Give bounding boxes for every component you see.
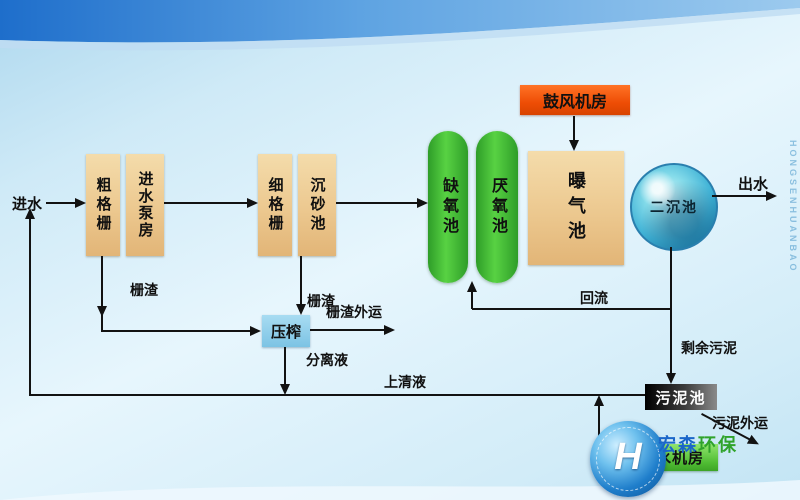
aeration-tank-label: 曝气池 (566, 170, 586, 246)
fine-screen-tank: 细格栅 (258, 154, 292, 256)
excess-sludge-line (670, 308, 672, 374)
supernatant-label: 上清液 (384, 374, 426, 390)
dewater-up-arrowhead (594, 395, 604, 406)
sludge-out-label: 污泥外运 (712, 415, 768, 431)
supernatant-arrowhead (25, 208, 35, 219)
logo-ring (596, 427, 660, 491)
sludge-tank-label: 污泥池 (655, 389, 707, 407)
pump-to-fine-arrowhead (247, 198, 258, 208)
company-name-part2: 环保 (698, 435, 738, 455)
supernatant-hline (29, 394, 645, 396)
press-box: 压榨 (262, 315, 310, 347)
aeration-tank: 曝气池 (528, 151, 624, 265)
coarse-to-press-arrowhead (250, 326, 261, 336)
secondary-clarifier-sphere: 二沉池 (630, 163, 718, 251)
pump-to-fine-line (164, 202, 248, 204)
anoxic-tank: 缺氧池 (428, 131, 468, 283)
outlet-label: 出水 (738, 176, 769, 193)
inlet-pump-house-label: 进水泵房 (136, 171, 154, 239)
anoxic-tank-label: 缺氧池 (440, 177, 457, 237)
fine-screenings-vline (300, 256, 302, 306)
blower-down-line (573, 116, 575, 141)
blower-room-box: 鼓风机房 (520, 85, 630, 115)
return-flow-hline (472, 308, 672, 310)
fine-screen-label: 细格栅 (266, 176, 284, 234)
secondary-clarifier-label: 二沉池 (650, 199, 698, 215)
screenings-out-line (310, 329, 386, 331)
press-label: 压榨 (270, 323, 301, 341)
excess-sludge-arrowhead (666, 373, 676, 384)
coarse-screen-tank: 粗格栅 (86, 154, 120, 256)
grit-to-anoxic-line (336, 202, 418, 204)
company-name-part1: 宏森 (658, 435, 698, 455)
inlet-line (46, 202, 76, 204)
screenings-out-label: 栅渣外运 (326, 304, 382, 320)
fine-screenings-arrowhead (296, 304, 306, 315)
coarse-to-press-line (101, 330, 251, 332)
grit-chamber-label: 沉砂池 (308, 176, 326, 234)
excess-sludge-label: 剩余污泥 (681, 340, 737, 356)
dewater-up-line (598, 404, 600, 444)
company-name: 宏森环保 (658, 431, 738, 457)
screenings-coarse-label: 栅渣 (130, 282, 158, 298)
separated-liquid-arrowhead (280, 384, 290, 395)
separated-liquid-label: 分离液 (306, 352, 348, 368)
company-logo: H (590, 421, 666, 497)
grit-chamber-tank: 沉砂池 (298, 154, 336, 256)
supernatant-vline (29, 219, 31, 395)
inlet-arrowhead (75, 198, 86, 208)
screenings-out-arrowhead (384, 325, 395, 335)
sludge-out-arrowhead (746, 434, 762, 449)
clarifier-down-line (670, 247, 672, 310)
outlet-arrowhead (766, 191, 777, 201)
sludge-tank-box: 污泥池 (645, 384, 717, 410)
screenings-fine-label: 栅渣 (307, 293, 335, 309)
blower-room-label: 鼓风机房 (542, 94, 607, 111)
anaerobic-tank: 厌氧池 (476, 131, 518, 283)
coarse-screenings-vline (101, 256, 103, 332)
anaerobic-tank-label: 厌氧池 (489, 177, 506, 237)
coarse-screenings-arrowhead (97, 306, 107, 317)
return-flow-arrowhead (467, 281, 477, 292)
separated-liquid-line (284, 347, 286, 385)
grit-to-anoxic-arrowhead (417, 198, 428, 208)
coarse-screen-label: 粗格栅 (94, 176, 112, 234)
outlet-line (712, 195, 768, 197)
top-banner-wave (0, 0, 800, 51)
bottom-wave (0, 480, 800, 500)
return-flow-label: 回流 (580, 290, 608, 306)
blower-down-arrowhead (569, 140, 579, 151)
watermark-text: HONGSENHUANBAO (788, 140, 798, 274)
return-flow-up-line (471, 292, 473, 309)
inlet-pump-house-tank: 进水泵房 (126, 154, 164, 256)
logo-monogram: H (614, 435, 642, 478)
